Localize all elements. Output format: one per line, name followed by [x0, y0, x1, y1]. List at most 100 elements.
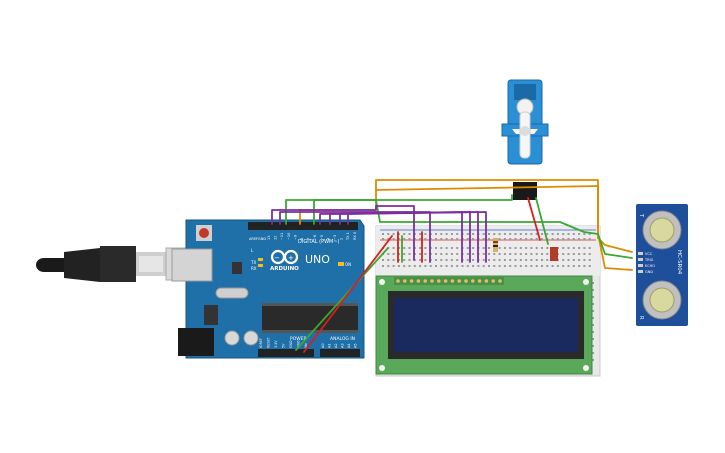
breadboard-hole: [424, 238, 427, 240]
breadboard-hole: [530, 233, 533, 235]
breadboard-hole: [488, 238, 490, 240]
breadboard-hole: [588, 259, 591, 261]
aref-label: AREF: [249, 237, 258, 241]
breadboard-hole: [509, 253, 512, 255]
sensor-r-label: R: [638, 316, 644, 320]
breadboard-hole: [562, 233, 565, 235]
digital-pin-label: 12: [274, 236, 278, 240]
logo-minus: −: [274, 254, 280, 262]
lcd-pin[interactable]: [430, 279, 434, 283]
breadboard-hole: [519, 233, 522, 235]
lcd-icon[interactable]: [375, 275, 593, 375]
sensor-pin[interactable]: [638, 258, 643, 261]
digital-pin-label: ~11: [280, 233, 284, 240]
lcd-pin[interactable]: [450, 279, 455, 283]
breadboard-hole: [440, 238, 443, 240]
breadboard-hole: [392, 253, 395, 255]
breadboard-hole: [514, 238, 517, 240]
breadboard-hole: [556, 238, 559, 240]
breadboard-hole: [583, 253, 586, 255]
breadboard-hole: [567, 238, 570, 240]
breadboard-hole: [408, 259, 411, 261]
power-header: [258, 349, 314, 357]
breadboard-hole: [488, 253, 490, 255]
logo-plus: +: [288, 254, 294, 262]
breadboard-hole: [562, 259, 565, 261]
lcd-pin[interactable]: [464, 279, 468, 283]
breadboard-hole: [408, 233, 411, 235]
breadboard-hole: [403, 259, 406, 261]
breadboard-hole: [435, 233, 437, 235]
breadboard-hole: [572, 238, 575, 240]
breadboard-hole: [592, 352, 594, 354]
breadboard-hole: [525, 265, 528, 267]
breadboard-hole: [488, 259, 490, 261]
digital-pin-label: RX 0: [353, 232, 357, 240]
sensor-pin[interactable]: [638, 252, 643, 255]
breadboard-hole: [519, 265, 522, 267]
sensor-pin[interactable]: [638, 264, 643, 267]
breadboard-hole: [387, 265, 390, 267]
breadboard-hole: [578, 247, 581, 249]
breadboard-hole: [419, 259, 422, 261]
sensor-pin[interactable]: [638, 270, 643, 273]
breadboard-hole: [592, 331, 594, 333]
lcd-pin[interactable]: [491, 279, 496, 283]
breadboard-hole: [403, 265, 406, 267]
breadboard-hole: [567, 265, 570, 267]
breadboard-hole: [488, 265, 490, 267]
arduino-board-icon[interactable]: − + ARDUINO UNO DIGITAL (PWM~) AREF GND …: [171, 219, 365, 359]
breadboard-hole: [541, 247, 543, 249]
digital-pin-label: 4: [326, 237, 330, 240]
sensor-t-label: T: [638, 213, 644, 218]
breadboard-hole: [408, 238, 411, 240]
lcd-pin[interactable]: [477, 279, 482, 283]
breadboard-hole: [583, 238, 586, 240]
breadboard-hole: [429, 265, 432, 267]
breadboard-hole: [592, 317, 594, 319]
breadboard-hole: [493, 253, 496, 255]
power-jack[interactable]: [178, 328, 214, 356]
lcd-pin[interactable]: [437, 279, 441, 283]
servo-icon[interactable]: [501, 79, 549, 200]
breadboard-hole: [488, 233, 490, 235]
breadboard-hole: [525, 253, 528, 255]
breadboard-hole: [572, 265, 575, 267]
breadboard-hole: [397, 265, 400, 267]
breadboard-hole: [419, 253, 422, 255]
analog-pin-label: A5: [354, 343, 358, 348]
lcd-pin[interactable]: [416, 279, 421, 283]
sensor-pin-label: TRIG: [644, 258, 654, 262]
breadboard-hole: [535, 253, 538, 255]
lcd-pin[interactable]: [409, 279, 414, 283]
breadboard-hole: [592, 282, 594, 284]
lcd-pin[interactable]: [443, 279, 448, 283]
breadboard-hole: [530, 259, 533, 261]
breadboard-hole: [466, 265, 469, 267]
breadboard-hole: [440, 247, 443, 249]
lcd-pin[interactable]: [498, 279, 502, 283]
brand-label: ARDUINO: [270, 266, 299, 272]
breadboard-hole: [450, 265, 453, 267]
breadboard-hole: [525, 233, 528, 235]
atmega-chip: [262, 306, 358, 330]
lcd-pin[interactable]: [423, 279, 428, 283]
breadboard-hole: [588, 265, 591, 267]
breadboard-hole: [503, 259, 506, 261]
lcd-pin[interactable]: [403, 279, 407, 283]
breadboard-hole: [450, 247, 453, 249]
breadboard-hole: [466, 247, 469, 249]
breadboard-hole: [493, 265, 496, 267]
lcd-pin[interactable]: [484, 279, 489, 283]
lcd-pin[interactable]: [396, 279, 400, 283]
digital-pin-label: 7: [307, 238, 311, 240]
breadboard-hole: [509, 233, 512, 235]
lcd-pin[interactable]: [457, 279, 462, 283]
breadboard-hole: [450, 253, 453, 255]
lcd-pin[interactable]: [471, 279, 475, 283]
breadboard-hole: [503, 233, 506, 235]
breadboard-hole: [588, 253, 591, 255]
breadboard-hole: [408, 253, 411, 255]
breadboard-hole: [472, 238, 475, 240]
